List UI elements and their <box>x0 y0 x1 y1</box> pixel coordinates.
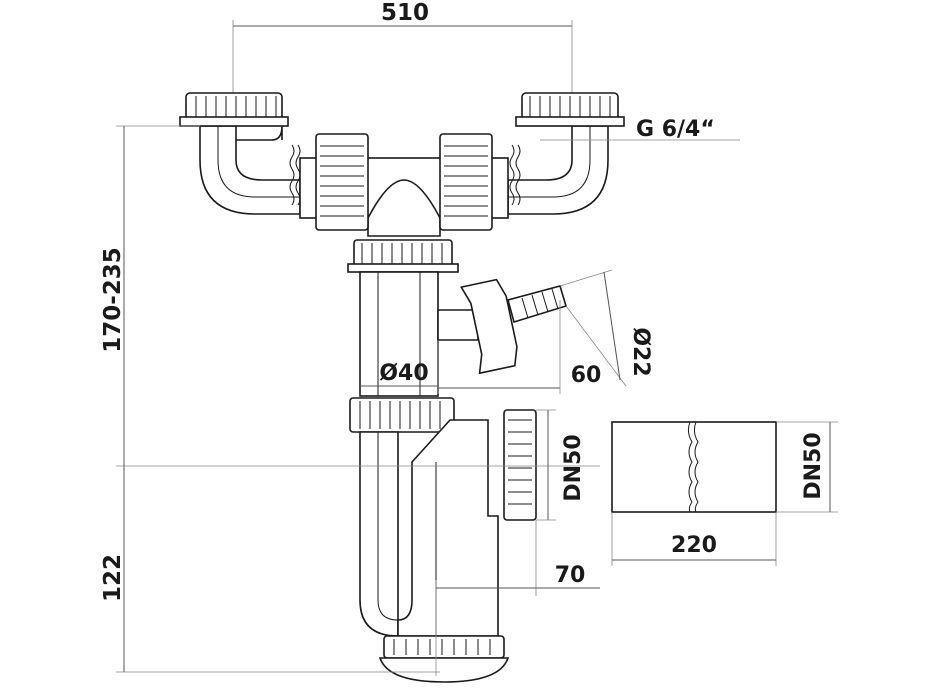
dimension-510: 510 <box>232 0 573 170</box>
pipe-length-label: 220 <box>671 533 717 558</box>
thread-size-label: G 6/4“ <box>636 117 715 142</box>
vertical-pipe: Ø40 <box>347 239 459 397</box>
right-inlet-assembly: G 6/4“ <box>507 92 740 215</box>
connector-length-label: 60 <box>571 363 602 388</box>
bottle-trap: DN50 70 <box>349 397 600 683</box>
outlet-offset-label: 70 <box>555 563 586 588</box>
dim-510-label: 510 <box>381 0 429 26</box>
connector-diameter-label: Ø22 <box>628 327 653 376</box>
height-dimensions: 170-235 122 <box>100 125 600 673</box>
t-junction <box>299 133 509 237</box>
hose-connector: 60 Ø22 <box>437 269 653 394</box>
pipe-size-label: DN50 <box>801 432 826 499</box>
adjustable-height-label: 170-235 <box>100 247 126 353</box>
trap-height-label: 122 <box>100 554 126 602</box>
left-inlet-assembly <box>179 92 301 215</box>
trap-outlet-size-label: DN50 <box>561 434 586 501</box>
pipe-diameter-label: Ø40 <box>379 361 428 386</box>
outlet-pipe: 220 DN50 <box>611 421 838 566</box>
